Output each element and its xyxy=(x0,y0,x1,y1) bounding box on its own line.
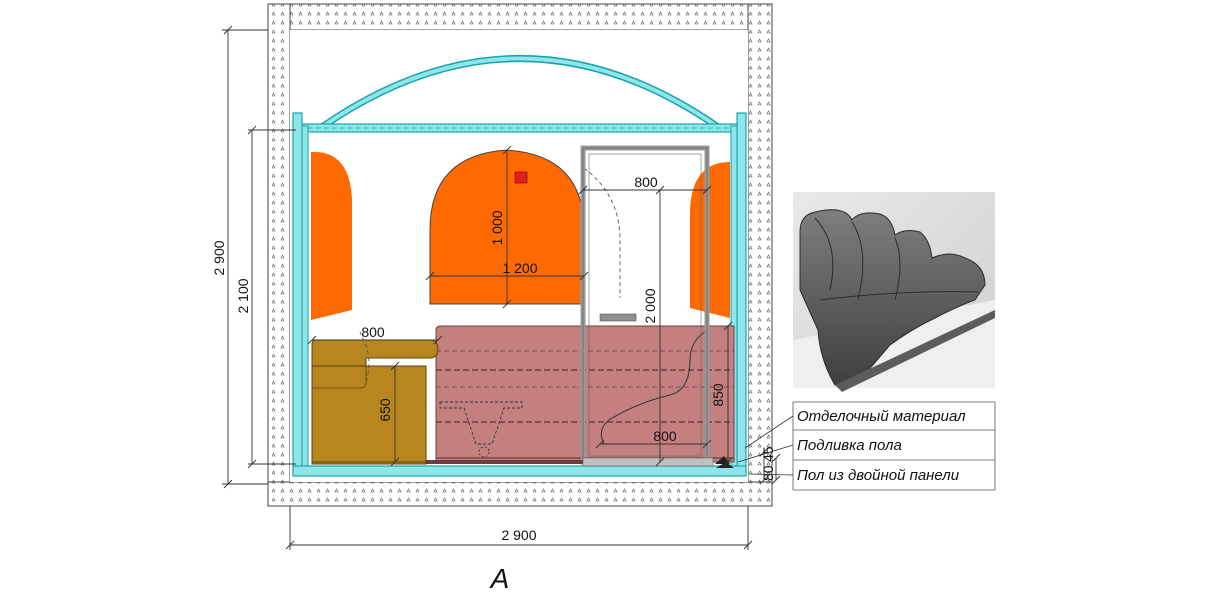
niche-dashed-outline xyxy=(583,167,621,298)
callout-floor-screed: Подливка пола xyxy=(797,437,902,454)
red-marker xyxy=(514,171,528,184)
wall-left xyxy=(267,3,291,507)
right-orange-niche xyxy=(690,162,730,318)
floor-layers xyxy=(582,456,734,468)
view-label: A xyxy=(489,563,510,594)
bench-render-image xyxy=(793,192,995,392)
dim-interior-height: 2 100 xyxy=(235,278,251,313)
side-panels xyxy=(292,112,747,477)
dim-niche-height: 1 000 xyxy=(489,210,505,245)
dim-door-width-bottom: 800 xyxy=(653,428,677,444)
dim-total-height: 2 900 xyxy=(211,240,227,275)
dim-platform-height: 850 xyxy=(710,383,726,407)
wall-right xyxy=(747,3,773,507)
wall-top xyxy=(267,3,773,31)
dim-total-width: 2 900 xyxy=(501,527,536,543)
callout-double-panel-floor: Пол из двойной панели xyxy=(797,467,960,484)
callout-finishing-material: Отделочный материал xyxy=(797,408,966,425)
dim-bench-height: 650 xyxy=(377,398,393,422)
dim-niche-width: 1 200 xyxy=(502,260,537,276)
wooden-bench xyxy=(311,331,586,465)
dim-layer-a: 80 xyxy=(760,465,776,481)
ceiling-arch xyxy=(320,55,720,130)
callouts: Отделочный материал Подливка пола Пол из… xyxy=(737,401,996,491)
dimension-lines xyxy=(222,25,781,550)
dim-layer-b: 45 xyxy=(760,446,776,462)
ceiling-beam xyxy=(299,123,741,133)
dim-door-width-top: 800 xyxy=(634,174,658,190)
left-panel-inner xyxy=(301,125,309,472)
dim-door-height: 2 000 xyxy=(642,288,658,323)
dimension-texts: 2 900 2 100 2 900 1 000 1 200 800 2 000 … xyxy=(211,174,776,543)
left-orange-niche xyxy=(311,151,352,320)
floor-panel xyxy=(292,465,747,477)
right-panel xyxy=(736,112,747,472)
left-panel xyxy=(292,112,303,472)
dim-bench-width: 800 xyxy=(361,324,385,340)
orange-niches xyxy=(311,149,730,320)
wall-bottom xyxy=(267,481,773,507)
